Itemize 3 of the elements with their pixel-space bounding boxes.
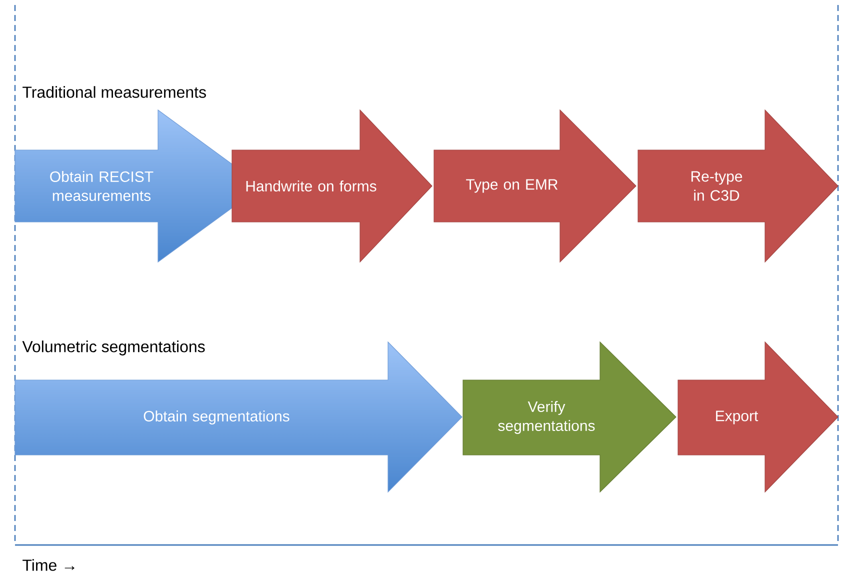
section-heading: Volumetric segmentations bbox=[22, 340, 205, 356]
section-heading: Traditional measurements bbox=[22, 86, 206, 98]
axis-label: Time → bbox=[22, 559, 74, 571]
